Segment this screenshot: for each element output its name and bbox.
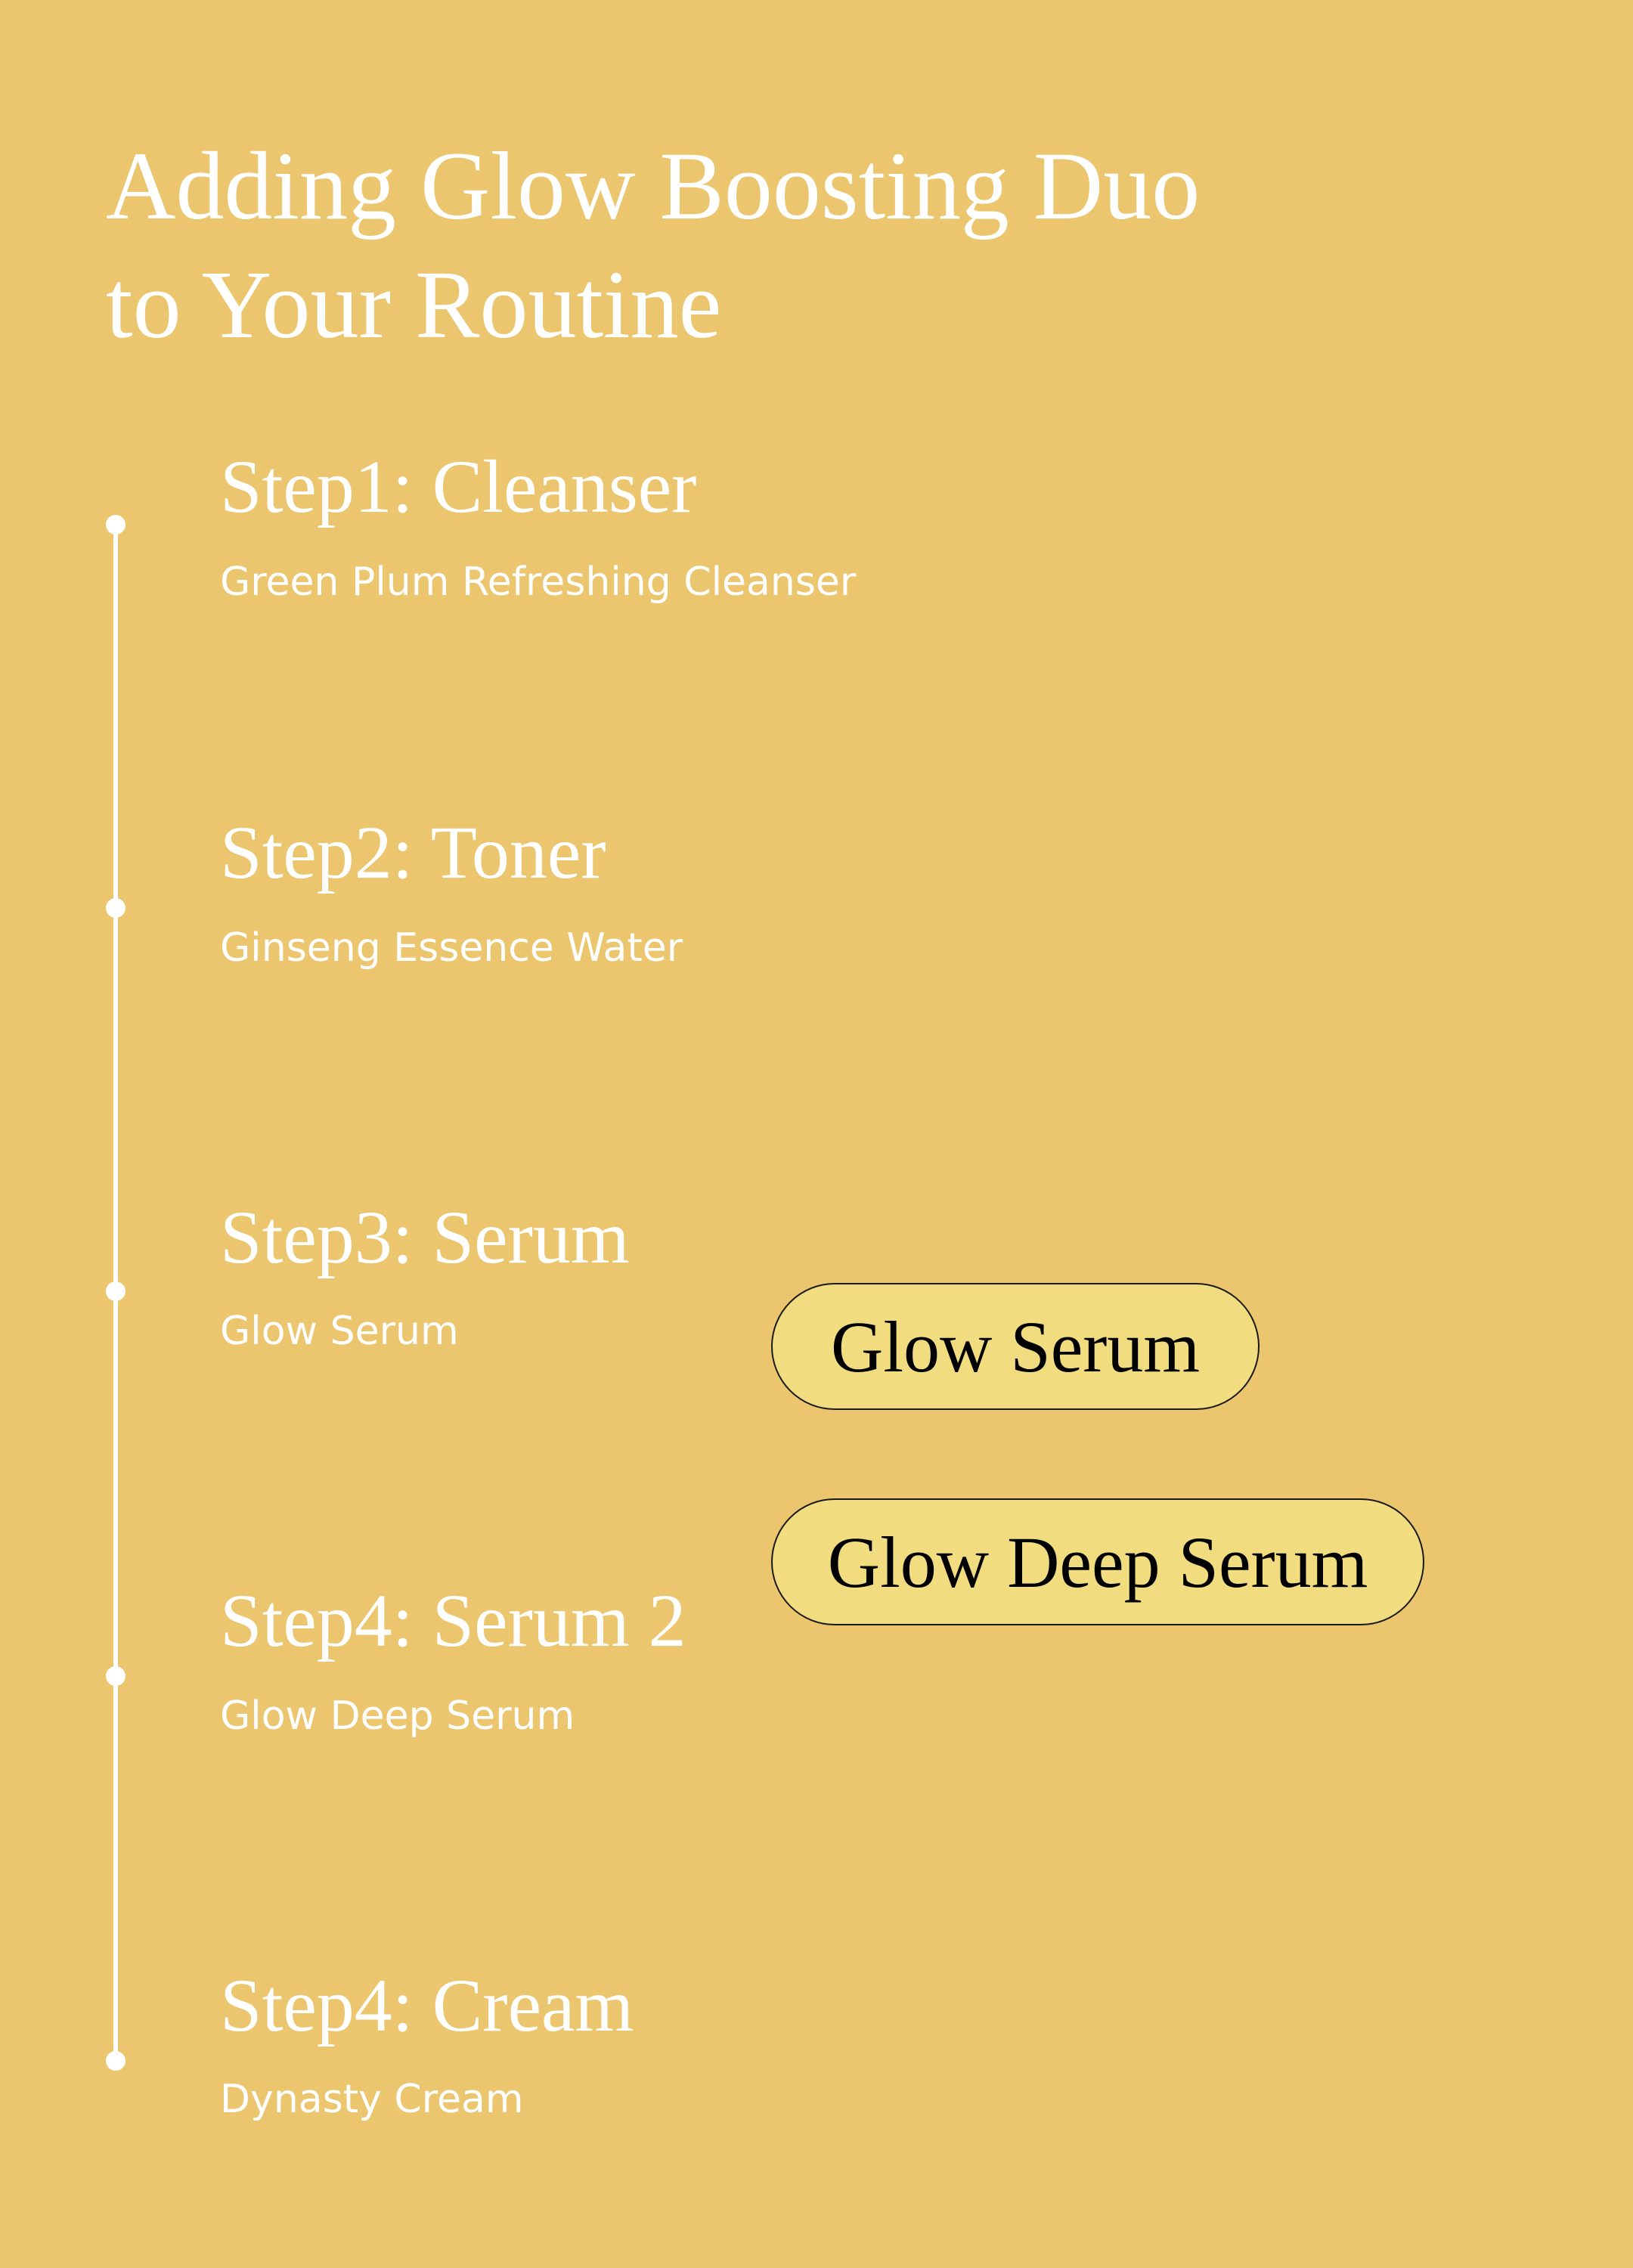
step-heading: Step4: Cream xyxy=(220,1963,634,2047)
step-product: Green Plum Refreshing Cleanser xyxy=(220,559,857,605)
step-product: Glow Serum xyxy=(220,1309,459,1354)
page-title-line-1: Adding Glow Boosting Duo xyxy=(106,132,1201,240)
step-heading: Step1: Cleanser xyxy=(220,445,697,528)
step-product: Ginseng Essence Water xyxy=(220,925,683,971)
page-title-line-2: to Your Routine xyxy=(106,251,722,358)
timeline-dot xyxy=(106,1281,125,1301)
step-product: Glow Deep Serum xyxy=(220,1693,575,1739)
timeline-dot xyxy=(106,515,125,534)
timeline-dot xyxy=(106,898,125,918)
step-heading: Step2: Toner xyxy=(220,810,606,894)
glow-deep-serum-pill[interactable]: Glow Deep Serum xyxy=(771,1498,1424,1625)
step-product: Dynasty Cream xyxy=(220,2077,524,2122)
step-heading: Step3: Serum xyxy=(220,1195,630,1279)
timeline-dot xyxy=(106,2051,125,2071)
step-heading: Step4: Serum 2 xyxy=(220,1579,686,1662)
timeline-dot xyxy=(106,1666,125,1686)
glow-serum-pill[interactable]: Glow Serum xyxy=(771,1283,1260,1410)
